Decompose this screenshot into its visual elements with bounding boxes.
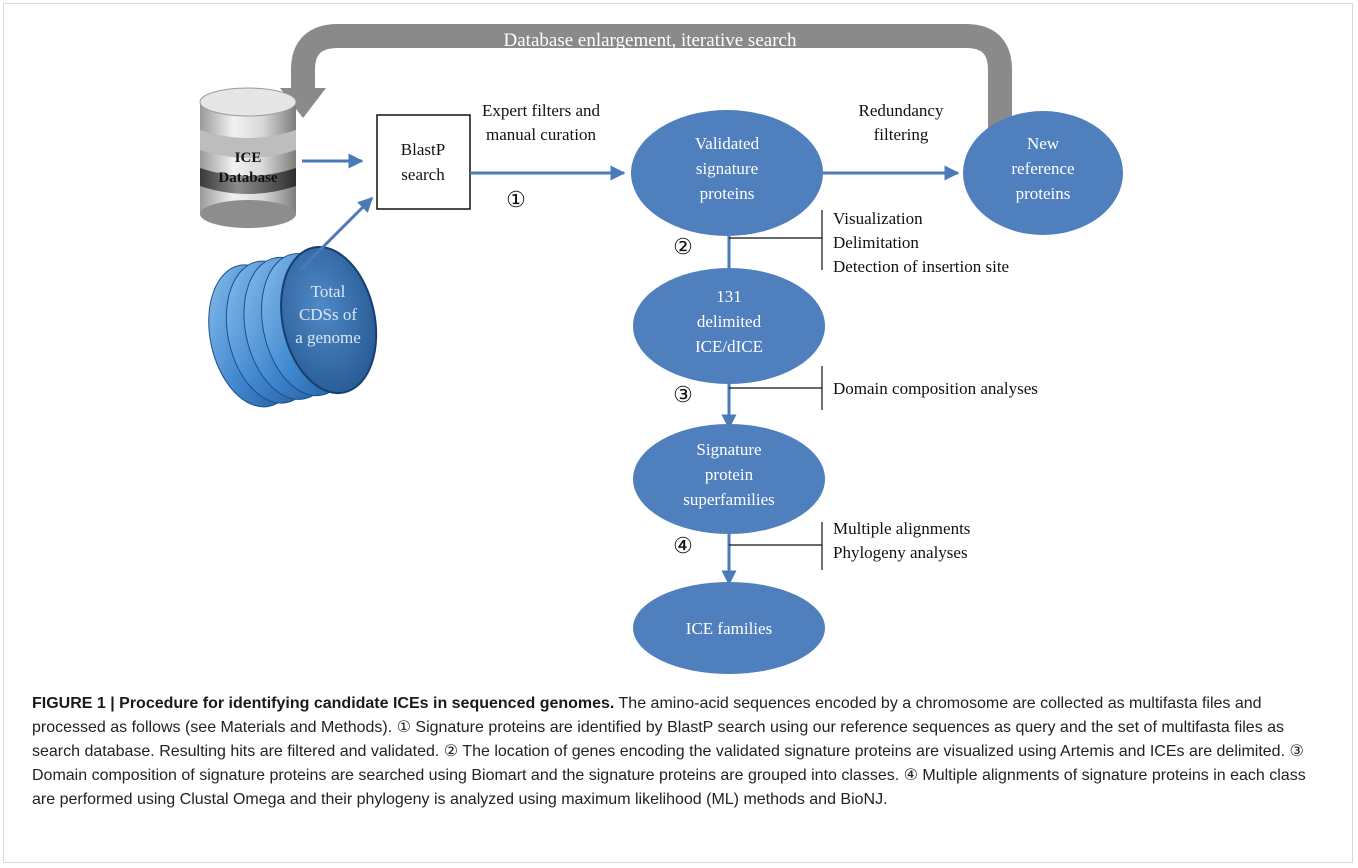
validated-label-line3: proteins (700, 184, 755, 203)
step2-note-2: Delimitation (833, 233, 919, 252)
arrow-genome-to-blastp (298, 196, 374, 272)
step2-note-3: Detection of insertion site (833, 257, 1009, 276)
delimited-label-line2: delimited (697, 312, 762, 331)
genome-label-line2: CDSs of (299, 305, 357, 324)
step4-note-1: Multiple alignments (833, 519, 970, 538)
new-ref-label-line2: reference (1011, 159, 1074, 178)
new-reference-proteins-node: New reference proteins (963, 111, 1123, 235)
redundancy-label-line1: Redundancy (859, 101, 944, 120)
ice-database-icon: ICE Database (199, 87, 297, 228)
database-label-line2: Database (218, 170, 278, 186)
step2-marker: ② (673, 234, 693, 259)
step3-note-1: Domain composition analyses (833, 379, 1038, 398)
step1-marker: ① (506, 187, 526, 212)
delimited-label-line3: ICE/dICE (695, 337, 763, 356)
validated-proteins-node: Validated signature proteins (631, 110, 823, 236)
superfamilies-label-line3: superfamilies (683, 490, 775, 509)
feedback-label: Database enlargement, iterative search (504, 30, 797, 51)
delimited-label-line1: 131 (716, 287, 742, 306)
step2-notes-bracket (729, 210, 823, 270)
feedback-arrow: Database enlargement, iterative search (280, 24, 1012, 140)
expert-label-line1: Expert filters and (482, 101, 601, 120)
step4-note-2: Phylogeny analyses (833, 543, 968, 562)
genome-label-line1: Total (311, 282, 346, 301)
validated-label-line2: signature (696, 159, 758, 178)
step3-notes-bracket (729, 366, 823, 410)
superfamilies-node: Signature protein superfamilies (633, 424, 825, 534)
new-ref-label-line3: proteins (1016, 184, 1071, 203)
workflow-diagram: Database enlargement, iterative search I… (199, 24, 1123, 674)
superfamilies-label-line1: Signature (696, 440, 761, 459)
figure-caption: FIGURE 1 | Procedure for identifying can… (32, 692, 1330, 812)
blastp-label-line2: search (401, 165, 445, 184)
superfamilies-label-line2: protein (705, 465, 754, 484)
ice-families-node: ICE families (633, 582, 825, 674)
caption-title: FIGURE 1 | Procedure for identifying can… (32, 695, 615, 712)
genome-label-line3: a genome (295, 328, 361, 347)
figure-frame (3, 3, 1353, 863)
validated-label-line1: Validated (695, 134, 760, 153)
genome-disks-icon: Total CDSs of a genome (208, 246, 378, 408)
step4-marker: ④ (673, 533, 693, 558)
new-ref-label-line1: New (1027, 134, 1060, 153)
blastp-label-line1: BlastP (401, 140, 445, 159)
step4-notes-bracket (729, 522, 823, 570)
delimited-ice-node: 131 delimited ICE/dICE (633, 268, 825, 384)
step3-marker: ③ (673, 382, 693, 407)
database-label-line1: ICE (235, 150, 262, 166)
step2-note-1: Visualization (833, 209, 923, 228)
blastp-search-box: BlastP search (376, 114, 471, 210)
expert-label-line2: manual curation (486, 125, 596, 144)
caption-body: The amino-acid sequences encoded by a ch… (32, 695, 1306, 808)
families-label: ICE families (686, 619, 772, 638)
redundancy-label-line2: filtering (874, 125, 929, 144)
